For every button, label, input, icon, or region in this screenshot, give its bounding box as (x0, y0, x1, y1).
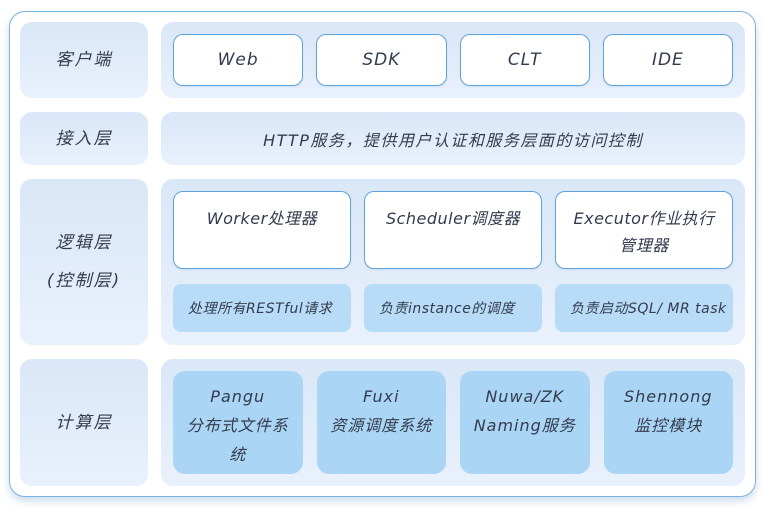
client-box-ide-label: IDE (651, 50, 684, 70)
layer-label-compute: 计算层 (20, 359, 148, 486)
layer-label-client: 客户端 (20, 22, 148, 98)
access-layer-panel: HTTP服务，提供用户认证和服务层面的访问控制 (161, 112, 745, 165)
logic-module-executor: Executor作业执行管理器 负责启动SQL/ MR task (555, 191, 733, 333)
compute-box-pangu: Pangu 分布式文件系统 (173, 371, 303, 474)
compute-box-shennong-name: Shennong (623, 387, 713, 406)
client-box-web-label: Web (217, 50, 259, 70)
compute-box-pangu-name: Pangu (210, 387, 266, 406)
layer-label-access-text: 接入层 (55, 128, 113, 149)
logic-module-scheduler: Scheduler调度器 负责instance的调度 (364, 191, 542, 333)
logic-module-worker-desc: 处理所有RESTful请求 (173, 284, 351, 332)
access-layer-description: HTTP服务，提供用户认证和服务层面的访问控制 (263, 130, 643, 150)
logic-layer-panel: Worker处理器 处理所有RESTful请求 Scheduler调度器 负责i… (161, 179, 745, 345)
compute-box-nuwa: Nuwa/ZK Naming服务 (460, 371, 590, 474)
logic-module-executor-desc: 负责启动SQL/ MR task (555, 284, 733, 332)
layer-label-logic: 逻辑层 (控制层) (20, 179, 148, 345)
architecture-diagram: 客户端 Web SDK CLT IDE 接入层 HTTP服务，提供用户认证和服务… (9, 11, 756, 497)
compute-box-pangu-desc: 分布式文件系统 (186, 416, 289, 464)
logic-module-executor-title: Executor作业执行管理器 (555, 191, 733, 269)
compute-box-shennong: Shennong 监控模块 (603, 371, 733, 474)
compute-box-fuxi-name: Fuxi (362, 387, 400, 406)
client-box-ide: IDE (602, 34, 733, 86)
logic-module-scheduler-desc: 负责instance的调度 (364, 284, 542, 332)
layer-label-access: 接入层 (20, 112, 148, 165)
compute-box-shennong-desc: 监控模块 (634, 416, 703, 435)
compute-layer-panel: Pangu 分布式文件系统 Fuxi 资源调度系统 Nuwa/ZK Naming… (161, 359, 745, 486)
client-box-clt: CLT (459, 34, 590, 86)
layer-label-compute-text: 计算层 (55, 412, 113, 433)
compute-box-fuxi-desc: 资源调度系统 (330, 416, 433, 435)
compute-box-fuxi: Fuxi 资源调度系统 (316, 371, 446, 474)
layer-label-logic-line1: 逻辑层 (55, 233, 113, 253)
compute-box-nuwa-desc: Naming服务 (473, 416, 576, 435)
client-box-sdk-label: SDK (362, 50, 401, 70)
logic-module-scheduler-title: Scheduler调度器 (364, 191, 542, 269)
client-layer-panel: Web SDK CLT IDE (161, 22, 745, 98)
client-box-clt-label: CLT (507, 50, 542, 70)
layer-label-client-text: 客户端 (55, 50, 113, 70)
client-box-web: Web (173, 34, 304, 86)
client-box-sdk: SDK (316, 34, 447, 86)
compute-box-nuwa-name: Nuwa/ZK (485, 387, 565, 406)
logic-module-worker: Worker处理器 处理所有RESTful请求 (173, 191, 351, 333)
logic-module-worker-title: Worker处理器 (173, 191, 351, 269)
layer-label-logic-line2: (控制层) (46, 271, 122, 291)
